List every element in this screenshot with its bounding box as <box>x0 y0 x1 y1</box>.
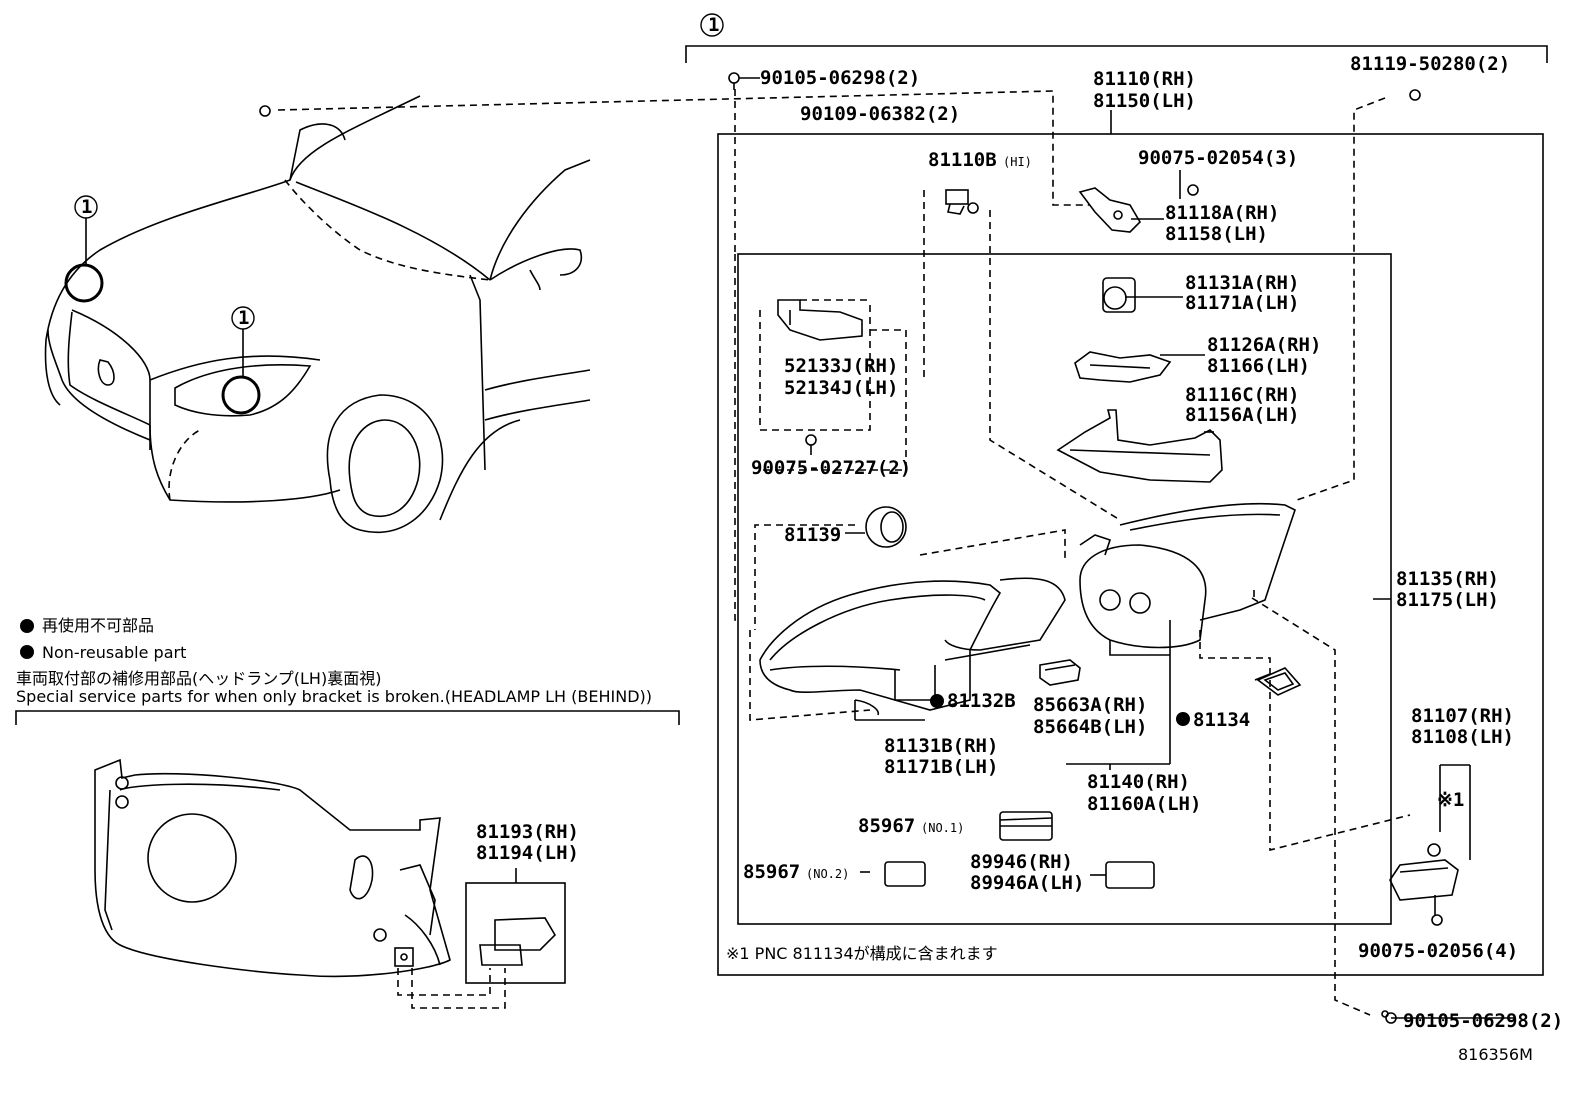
non-reusable-dot <box>20 619 34 633</box>
ecu-85967-no1 <box>999 811 1053 841</box>
seal-81134 <box>1256 667 1302 696</box>
part-label: 90075-02727(2) <box>751 457 911 479</box>
component-85663a <box>1039 659 1081 686</box>
legend-special-en: Special service parts for when only brac… <box>16 687 652 706</box>
lens-81131a <box>1102 277 1136 313</box>
legend-non-reusable-en: Non-reusable part <box>42 643 186 662</box>
part-label: 52134J(LH) <box>784 377 898 399</box>
part-label: 89946A(LH) <box>970 872 1084 894</box>
part-label: 81171B(LH) <box>884 756 998 778</box>
headlamp-rear-view <box>94 758 451 978</box>
screw-90075-02727 <box>805 434 817 455</box>
part-label: 81119-50280(2) <box>1350 53 1510 75</box>
part-label: 52133J(RH) <box>784 355 898 377</box>
diagram-id: 816356M <box>1458 1045 1533 1064</box>
legend-non-reusable-jp: 再使用不可部品 <box>42 616 154 635</box>
headlamp-unit-box <box>737 253 1392 925</box>
unit-81126a <box>1074 351 1172 383</box>
component-89946 <box>1105 861 1155 889</box>
headlamp-housing <box>759 502 1296 711</box>
part-label: 81108(LH) <box>1411 726 1514 748</box>
part-label: 81126A(RH) <box>1207 334 1321 356</box>
part-label: 81140(RH) <box>1087 771 1190 793</box>
part-label: 85664B(LH) <box>1033 716 1147 738</box>
part-label: 90075-02054(3) <box>1138 147 1298 169</box>
part-label: 81175(LH) <box>1396 589 1499 611</box>
part-label: 89946(RH) <box>970 851 1073 873</box>
non-reusable-dot <box>1176 712 1190 726</box>
bolt-90105-top <box>728 72 760 90</box>
cap-81139 <box>865 506 907 548</box>
part-label: 85663A(RH) <box>1033 694 1147 716</box>
screw-81119 <box>1409 89 1421 101</box>
part-label: 81107(RH) <box>1411 705 1514 727</box>
bolt-90105-bottom <box>1381 1010 1397 1024</box>
part-label: 81150(LH) <box>1093 90 1196 112</box>
part-label: (NO.2) <box>806 867 849 881</box>
part-label: 81193(RH) <box>476 821 579 843</box>
part-label: (HI) <box>1003 155 1032 169</box>
part-label: 90075-02056(4) <box>1358 940 1518 962</box>
legend-special-jp: 車両取付部の補修用部品(ヘッドランプ(LH)裏面視) <box>16 669 381 688</box>
part-label: 81135(RH) <box>1396 568 1499 590</box>
non-reusable-dot <box>20 645 34 659</box>
part-label: 81110B <box>928 149 997 171</box>
part-label: 81166(LH) <box>1207 355 1310 377</box>
callout-number: 1 <box>81 196 92 218</box>
bracket-81118a <box>1078 184 1199 233</box>
part-label: 81158(LH) <box>1165 223 1268 245</box>
part-label: (NO.1) <box>921 821 964 835</box>
part-label: 81131B(RH) <box>884 735 998 757</box>
part-label: 90105-06298(2) <box>760 67 920 89</box>
bracket-52133j <box>777 299 863 341</box>
part-label: 81131A(RH) <box>1185 272 1299 294</box>
bolt-90109 <box>259 105 271 117</box>
reference-mark: ※1 <box>1437 789 1464 811</box>
part-label: 81118A(RH) <box>1165 202 1279 224</box>
part-label: 90105-06298(2) <box>1403 1010 1563 1032</box>
part-label: 85967 <box>743 861 800 883</box>
headlamp-cover-gasket <box>854 577 1066 716</box>
part-label: 81134 <box>1193 709 1250 731</box>
part-label: 81194(LH) <box>476 842 579 864</box>
bracket-81193 <box>465 868 566 984</box>
ballast-81107 <box>1389 843 1459 901</box>
part-label: 81160A(LH) <box>1087 793 1201 815</box>
callout-number: 1 <box>238 307 249 329</box>
headlamp-assembly-box <box>717 133 1544 976</box>
assembly-bracket-frame <box>685 45 1548 63</box>
non-reusable-dot <box>930 694 944 708</box>
part-label: 81139 <box>784 524 841 546</box>
part-label: 90109-06382(2) <box>800 103 960 125</box>
part-label: 81156A(LH) <box>1185 404 1299 426</box>
part-label: 85967 <box>858 815 915 837</box>
car-front-illustration <box>44 95 591 533</box>
part-label: 81132B <box>947 690 1016 712</box>
ecu-85967-no2 <box>884 861 926 887</box>
part-label: 81110(RH) <box>1093 68 1196 90</box>
part-label: 81171A(LH) <box>1185 292 1299 314</box>
screw-90075-02056 <box>1431 914 1443 926</box>
extension-81116c <box>1056 409 1223 483</box>
service-parts-bracket-frame <box>15 710 680 725</box>
bulb-81110b <box>945 189 979 215</box>
footnote: ※1 PNC 811134が構成に含まれます <box>726 944 998 963</box>
part-label: 81116C(RH) <box>1185 384 1299 406</box>
callout-number: 1 <box>708 14 719 36</box>
